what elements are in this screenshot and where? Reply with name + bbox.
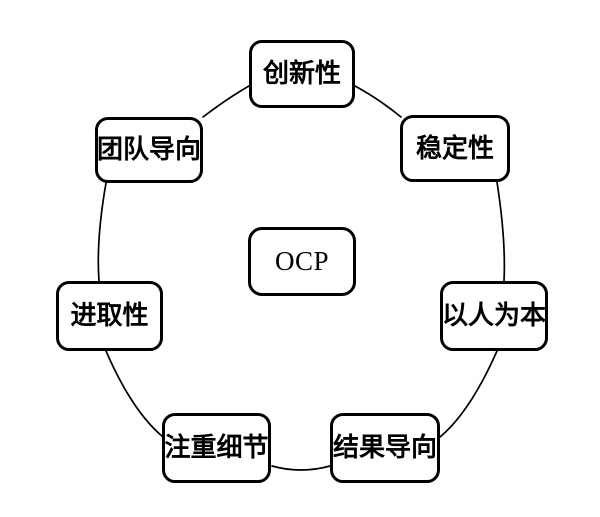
connector-results-to-detail	[271, 465, 331, 471]
node-lower-right-results[interactable]: 结果导向	[330, 413, 440, 483]
node-left-enterprising-label: 进取性	[70, 301, 149, 331]
connector-innovation-to-stability	[354, 85, 402, 118]
connector-team-to-innovation	[202, 85, 250, 118]
connector-detail-to-enterprise	[105, 350, 164, 438]
connector-people-to-results	[439, 350, 498, 438]
node-lower-left-attention-to-detail-label: 注重细节	[164, 433, 269, 463]
connector-stability-to-people	[496, 181, 506, 282]
node-center-ocp-label: OCP	[274, 246, 330, 276]
node-upper-right-stability-label: 稳定性	[415, 133, 494, 164]
connector-enterprise-to-team	[97, 182, 107, 282]
node-lower-left-attention-to-detail[interactable]: 注重细节	[162, 413, 271, 483]
node-upper-left-team-oriented-label: 团队导向	[97, 135, 202, 165]
node-right-people-oriented-label: 以人为本	[442, 301, 547, 331]
node-center-ocp[interactable]: OCP	[248, 227, 356, 296]
node-upper-left-team-oriented[interactable]: 团队导向	[95, 117, 203, 183]
node-lower-right-results-label: 结果导向	[333, 433, 438, 463]
node-upper-right-stability[interactable]: 稳定性	[400, 115, 510, 182]
node-top-innovation[interactable]: 创新性	[249, 40, 355, 108]
node-right-people-oriented[interactable]: 以人为本	[440, 281, 548, 351]
node-left-enterprising[interactable]: 进取性	[56, 281, 163, 351]
node-top-innovation-label: 创新性	[262, 59, 341, 89]
